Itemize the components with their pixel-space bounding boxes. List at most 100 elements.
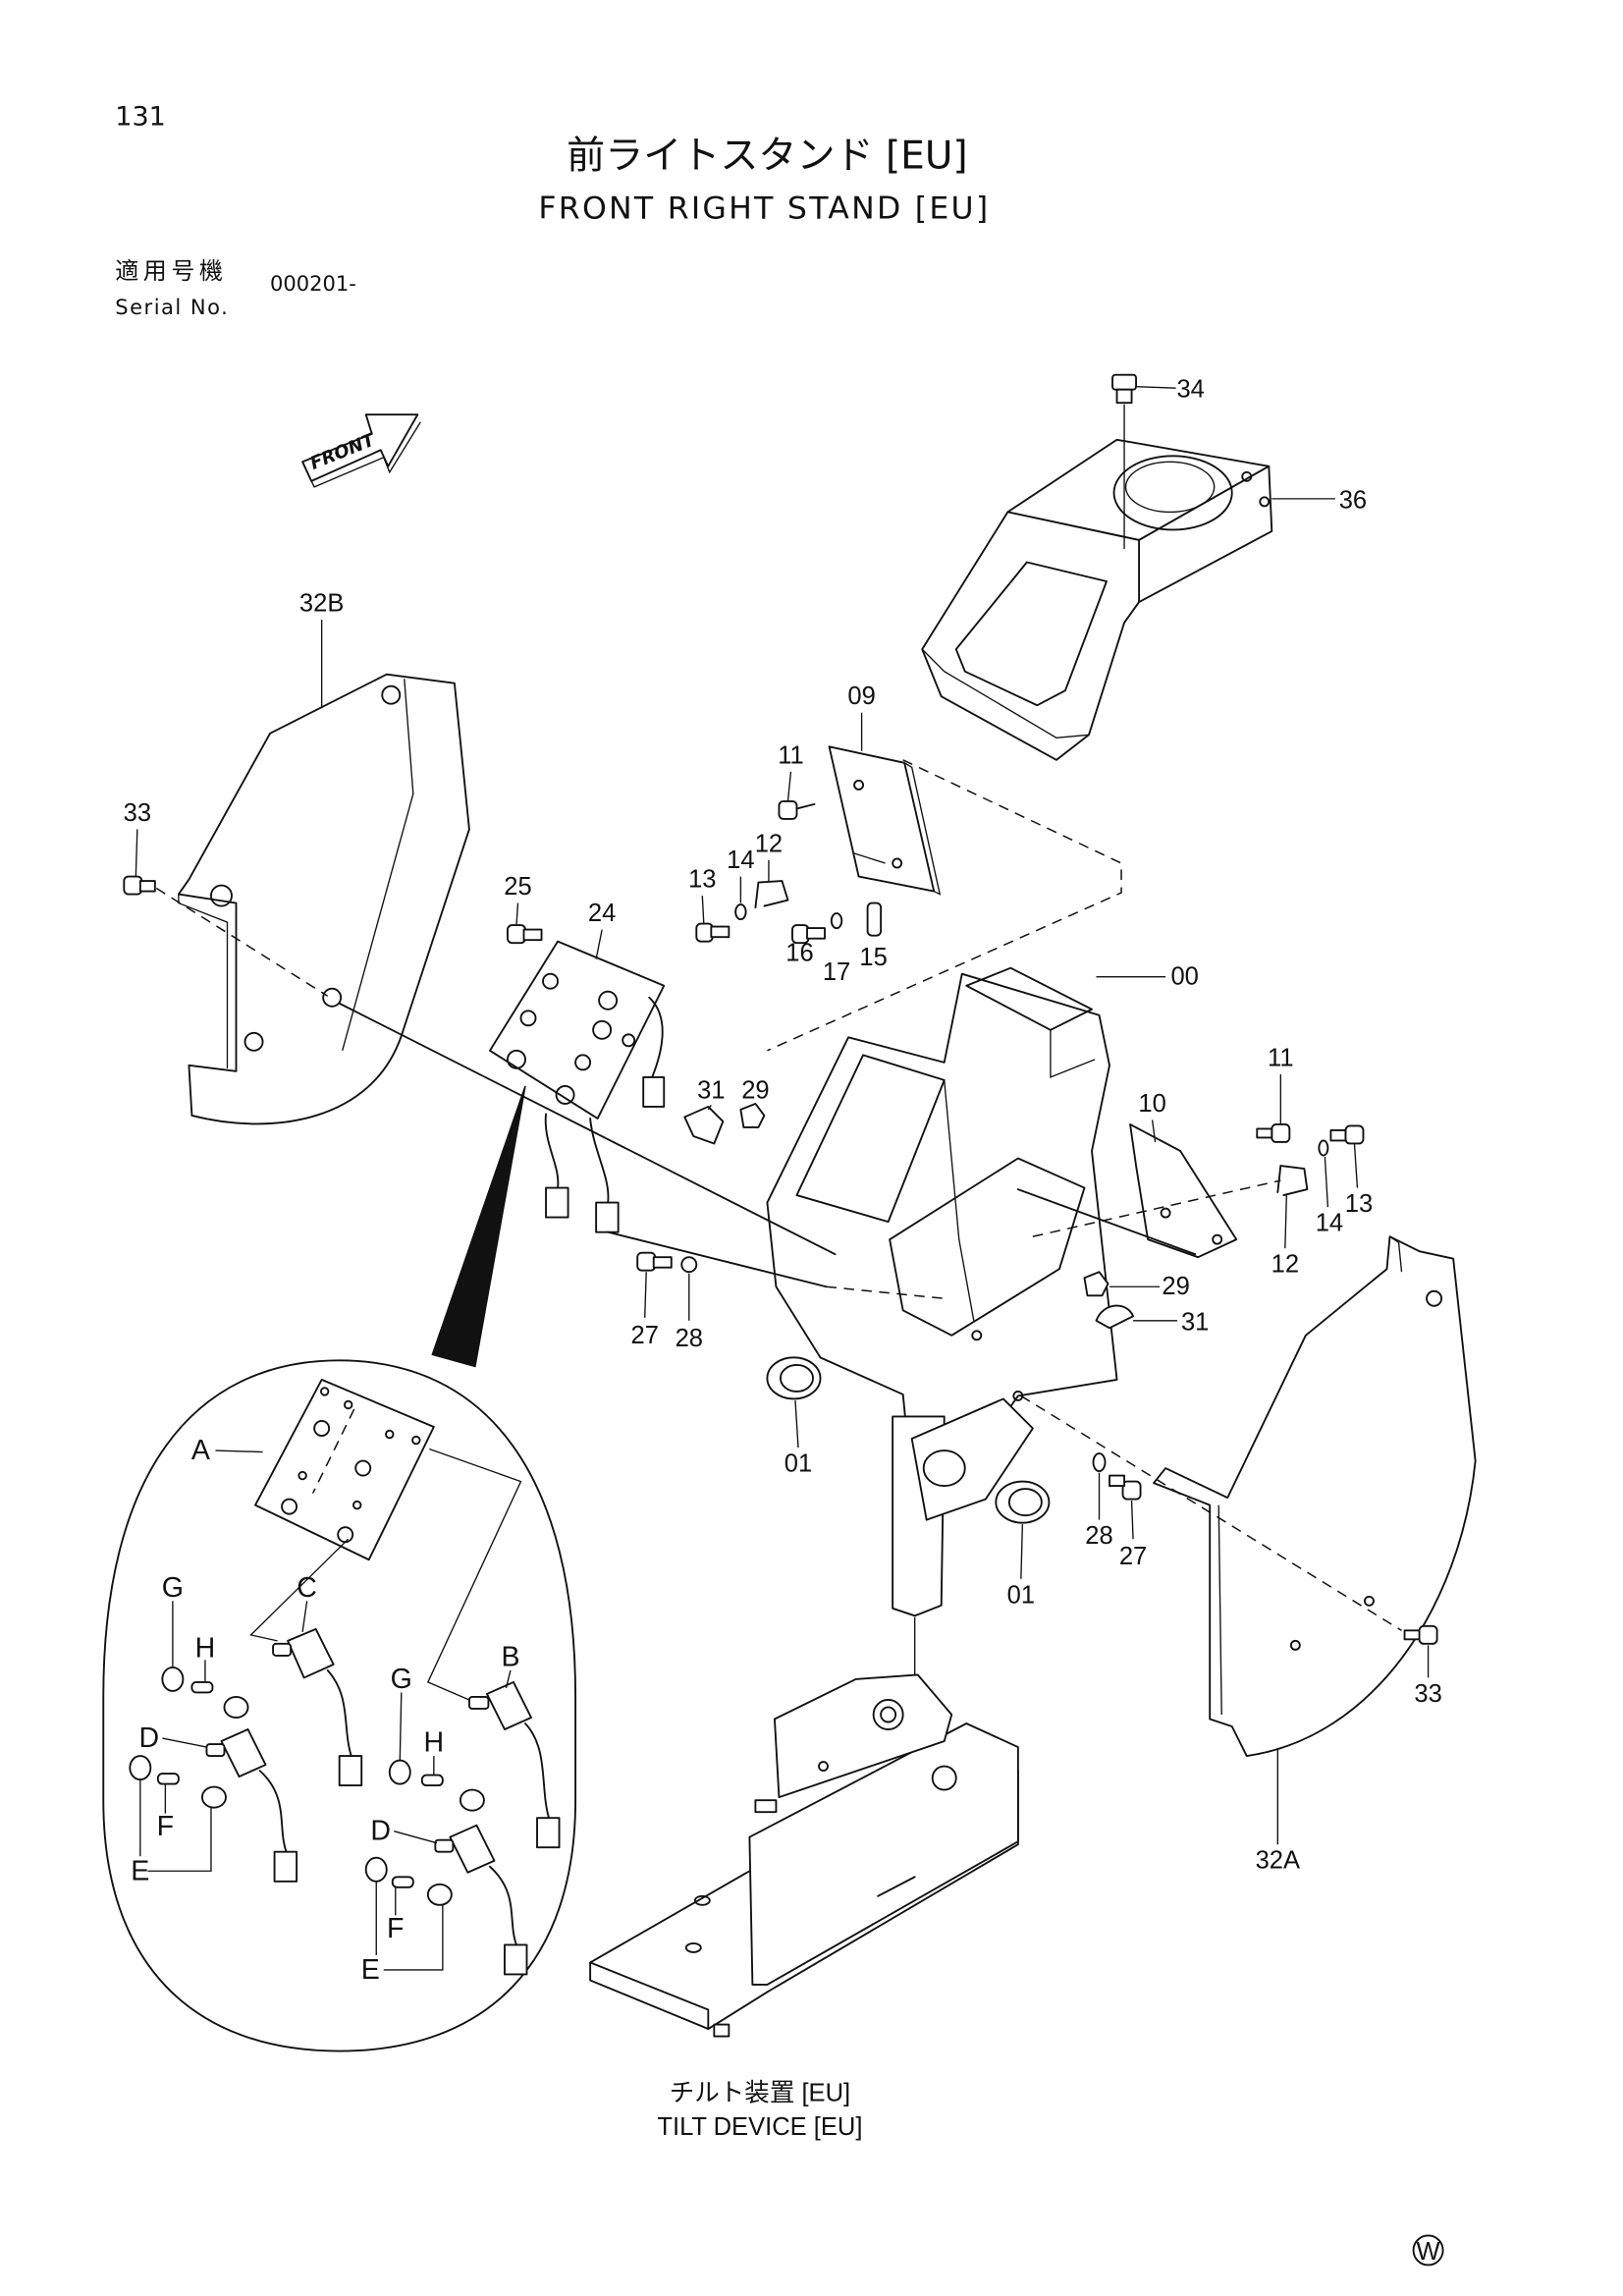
leader-line [1020,1524,1024,1579]
part-00-main-stand [766,966,1118,1720]
serial-number-value: 000201- [270,271,356,296]
detail-letter: G [162,1572,184,1604]
plate-wire [648,996,664,1078]
callout-label: 29 [741,1076,769,1104]
bolt-head [1111,373,1138,391]
part-14-washer-right [1318,1139,1329,1157]
callout-label: 12 [755,830,783,857]
leader-line [644,1272,647,1318]
callout-label: 33 [1414,1680,1441,1708]
bracket-hole [1160,1207,1171,1219]
wire-connector [536,1817,561,1849]
cover-fold-line [342,679,414,1052]
part-16-bolt [791,924,826,945]
bracket-large-hole [1112,455,1233,531]
leader-line [394,1831,438,1844]
part-13-bolt-right [1329,1124,1365,1145]
part-28-washer [680,1256,698,1274]
switch-body [220,1728,267,1778]
part-36-top-bracket [921,438,1273,761]
detail-letter: H [195,1632,216,1664]
bolt-head [1271,1123,1291,1143]
switch-body [287,1627,335,1679]
detail-pointer-wedge [431,1085,526,1368]
detail-letter: F [157,1811,174,1842]
cap-h [420,1774,444,1787]
part-01-bushing-right [995,1480,1051,1524]
bolt-shank [795,802,816,810]
part-24-switch-plate [489,940,666,1233]
plate-hole [542,972,559,990]
switch-b [467,1680,561,1849]
leader-line [147,1807,212,1872]
assembly-line [767,759,1122,1052]
mark-circle [1412,2234,1444,2267]
cover-hole [1426,1289,1443,1307]
leader-line [794,1399,799,1449]
leader-line [1353,1143,1359,1188]
callout-label: 33 [124,799,151,827]
cover-hole [1289,1639,1301,1651]
detail-letter: H [424,1727,445,1759]
leader-line [162,1737,207,1748]
leader-line [383,1904,444,1971]
assembly-line [826,1285,945,1300]
callout-label: 11 [1268,1044,1294,1071]
cap-g [388,1759,411,1785]
callout-label: 11 [778,741,804,769]
cover-outline [177,673,470,1125]
leader-line [1136,385,1176,389]
cover-fold-line [1217,1504,1222,1715]
tilt-hole [818,1761,829,1773]
bolt-shank [1109,1474,1125,1488]
leader-line [135,829,138,877]
part-32B-left-cover [177,673,470,1125]
callout-label: 01 [1007,1581,1035,1609]
plate-hole [507,1049,526,1069]
assembly-line [1032,1179,1281,1237]
part-12-clip-right [1276,1165,1309,1197]
bracket-hole-inner [1124,461,1216,514]
part-34-bolt [1111,373,1138,549]
callout-label: 27 [1119,1543,1147,1570]
part-14-washer [734,903,747,921]
plate-hole [319,1387,330,1396]
cap-f [391,1876,414,1888]
bracket-thickness [903,762,942,896]
stand-square-collar [965,966,1093,1031]
leader-line [1130,1501,1134,1540]
switch-wire [258,1770,288,1853]
tilt-foot [713,2023,730,2038]
leader-line [301,1601,308,1632]
assembly-line [1016,1188,1197,1256]
detail-letter: C [297,1572,317,1604]
switch-wire [489,1865,517,1946]
wire-connector [338,1755,363,1787]
part-33-bolt-right [1403,1624,1438,1645]
part-15-pin [866,902,883,937]
bolt-shank [1403,1629,1421,1641]
cover-hole [322,987,343,1008]
bracket-bolt-hole [1241,470,1253,482]
part-29-nut-right [1083,1271,1109,1297]
part-33-bolt-left [123,875,156,896]
circled-w-mark: W [1412,2234,1444,2267]
switch-c [272,1627,363,1787]
callout-label: 00 [1170,963,1198,991]
tilt-device-label-english: TILT DEVICE [EU] [657,2113,862,2141]
front-direction-arrow-icon: FRONT [301,413,421,488]
tilt-base-edge [589,1961,710,2030]
callout-label: 31 [697,1076,725,1104]
callout-label: 31 [1181,1308,1209,1336]
plate-hole [385,1429,395,1440]
bolt-shank [806,927,826,940]
plate-hole [598,990,619,1011]
bushing-inner [780,1363,814,1393]
callout-label: 27 [631,1322,659,1349]
part-31-clip-right [1095,1304,1134,1330]
page-number: 131 [115,102,166,133]
tilt-tab [754,1799,778,1814]
part-09-bracket [828,745,942,896]
part-31-clip [683,1105,725,1145]
assembly-line [607,1230,828,1288]
